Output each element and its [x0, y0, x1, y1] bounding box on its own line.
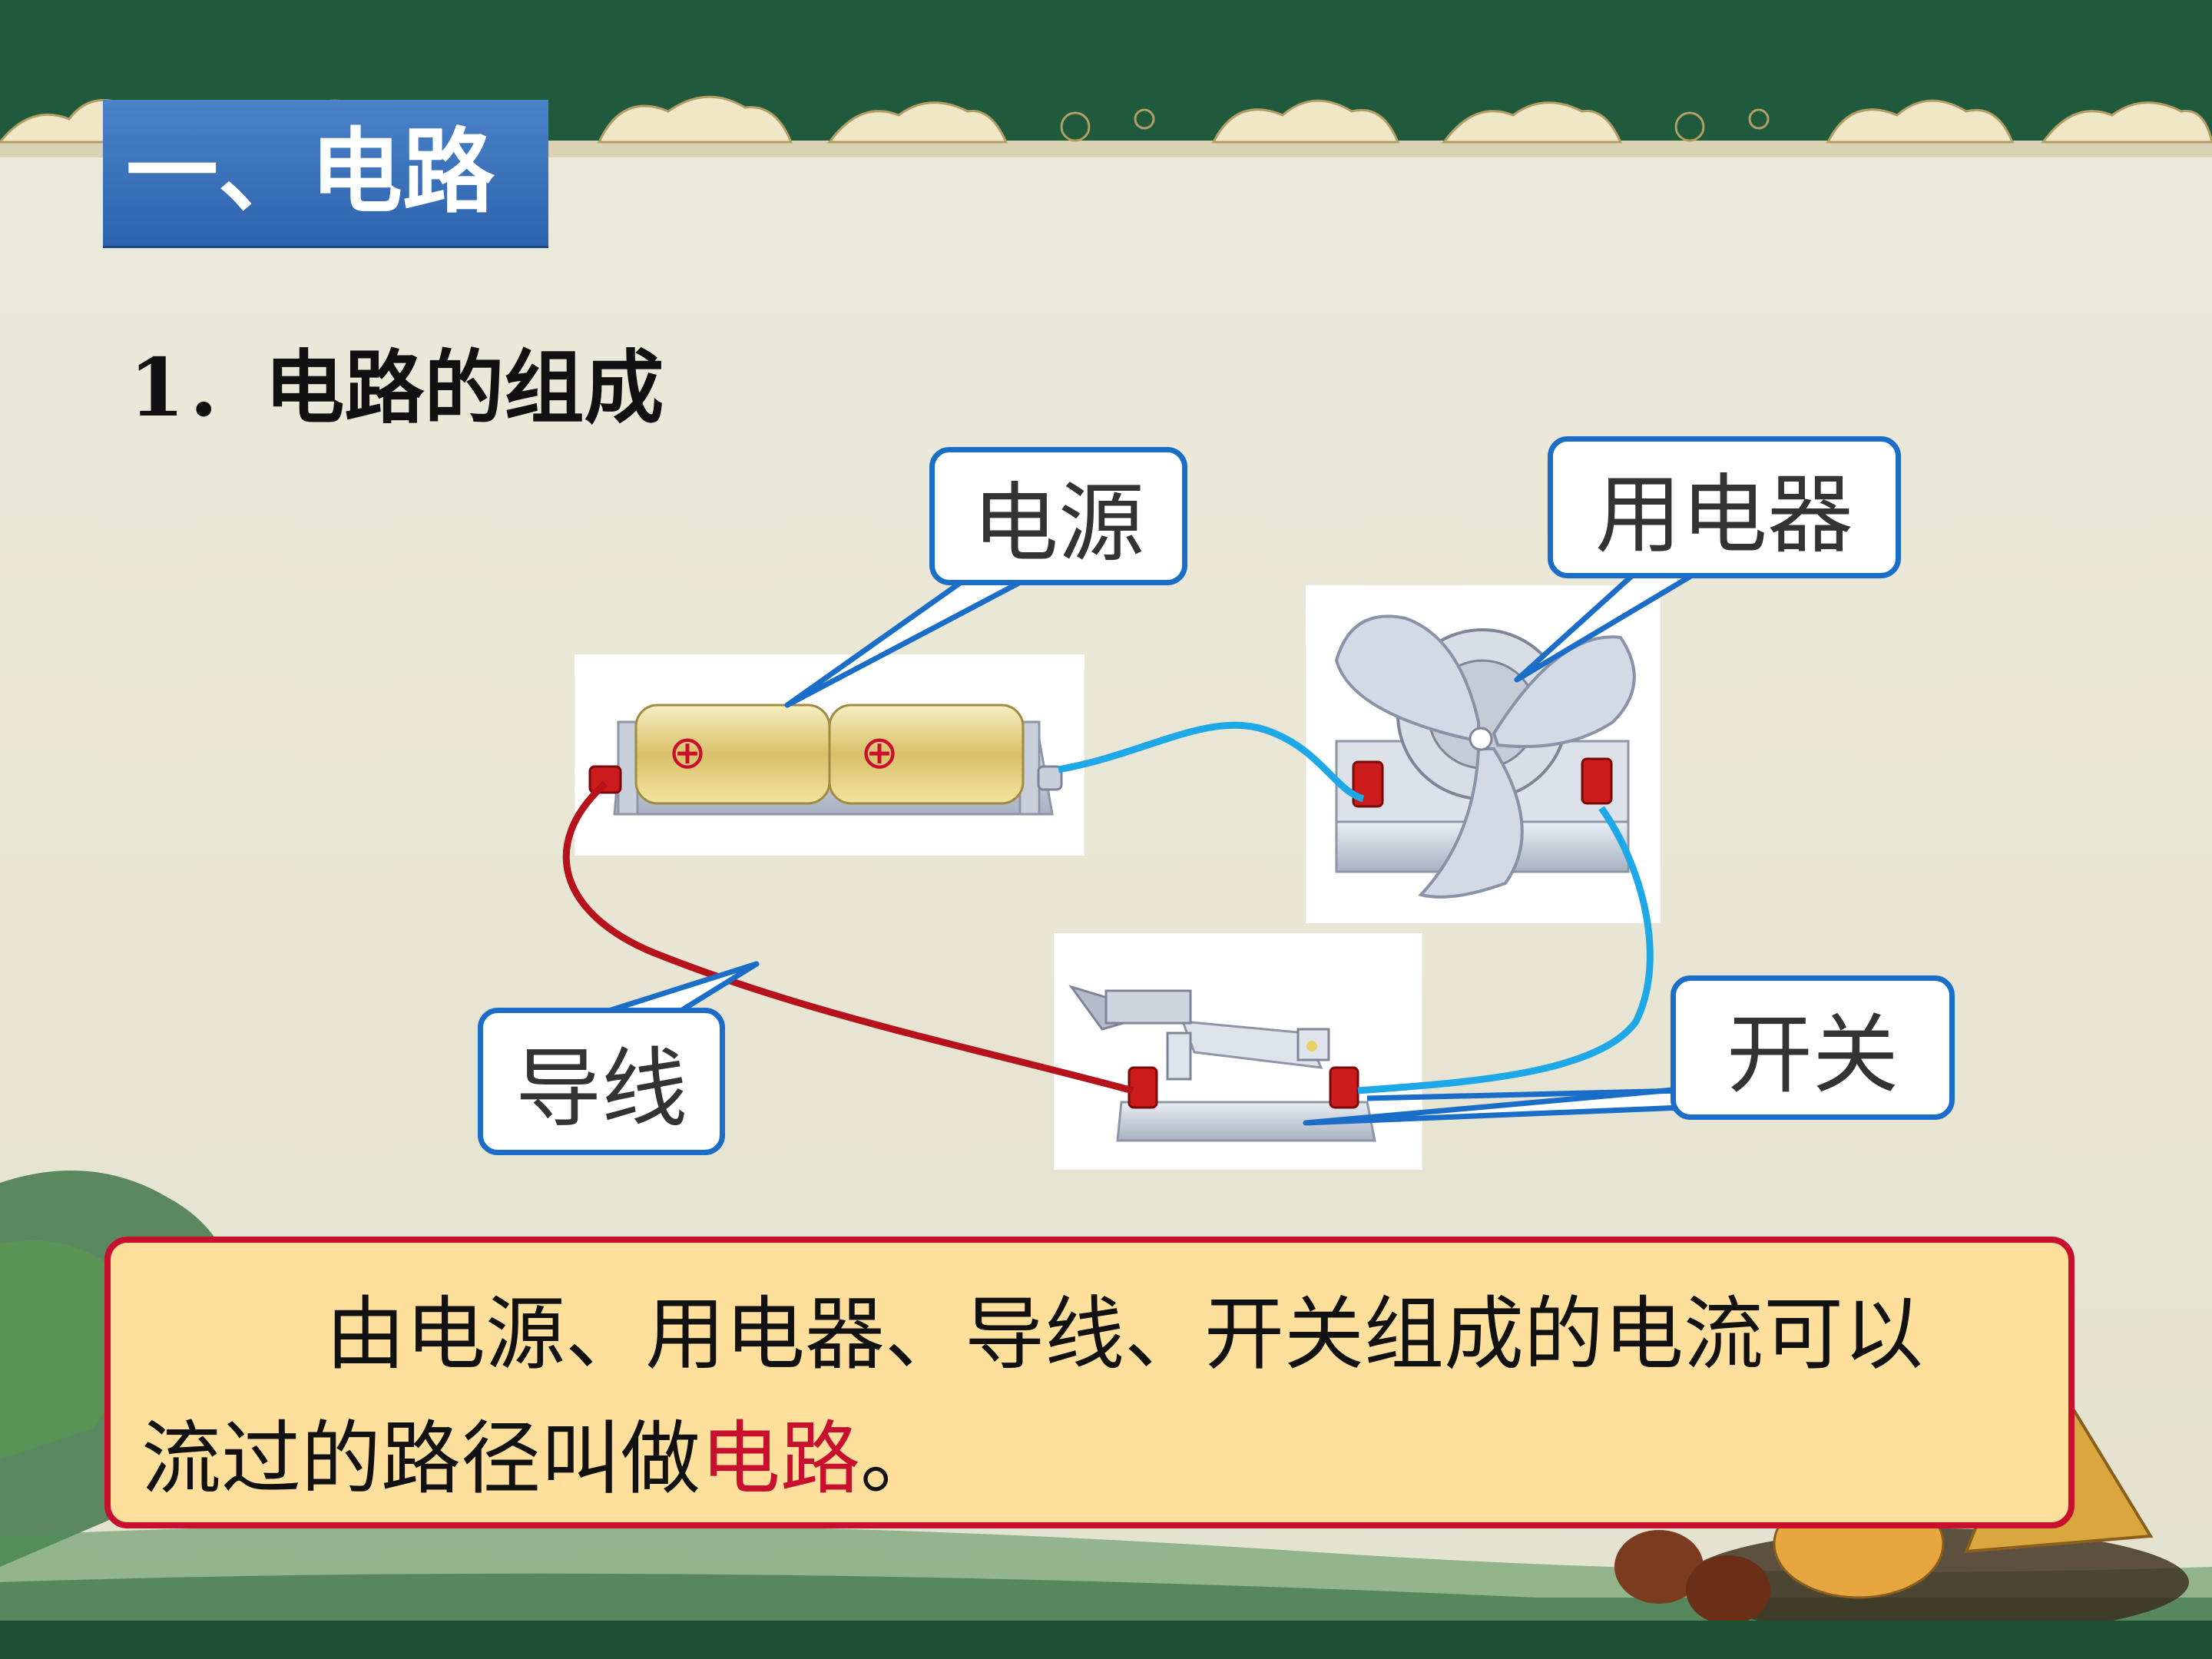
callout-switch: 开关 [1671, 975, 1955, 1120]
blue-wire-battery-to-fan [1058, 721, 1365, 803]
callout-pointers [598, 569, 1699, 1126]
red-wire-battery-to-switch [562, 780, 1134, 1094]
callout-power-source: 电源 [929, 447, 1187, 585]
definition-box: 由电源、用电器、导线、开关组成的电流可以 流过的路径叫做电路。 [104, 1237, 2075, 1528]
terminal-icon [1037, 765, 1063, 791]
red-terminal-icon [1581, 757, 1613, 805]
callout-switch-label: 开关 [1727, 1005, 1899, 1105]
definition-highlight-term: 电路 [700, 1412, 861, 1505]
definition-line-2: 流过的路径叫做电路。 [141, 1396, 2038, 1521]
knife-switch [1054, 933, 1422, 1170]
battery-holder: ⊕ ⊕ [575, 654, 1084, 856]
positive-terminal-icon: ⊕ [860, 726, 899, 780]
callout-appliance: 用电器 [1548, 436, 1901, 578]
definition-line-1: 由电源、用电器、导线、开关组成的电流可以 [326, 1287, 1924, 1381]
slide-title: 一、电路 [103, 100, 548, 246]
callout-wire: 导线 [478, 1008, 725, 1155]
callout-wire-label: 导线 [515, 1039, 687, 1139]
section-subheading: 1．电路的组成 [129, 340, 664, 435]
battery-cell-1: ⊕ [634, 704, 831, 805]
battery-cell-2: ⊕ [828, 704, 1025, 805]
blue-wire-fan-to-switch [1357, 806, 1654, 1094]
definition-line-2-text: 流过的路径叫做 [141, 1412, 701, 1505]
positive-terminal-icon: ⊕ [668, 726, 707, 780]
callout-power-source-label: 电源 [972, 474, 1144, 574]
red-terminal-icon [1329, 1066, 1359, 1109]
callout-appliance-label: 用电器 [1595, 465, 1853, 565]
definition-line-2-end: 。 [860, 1412, 941, 1505]
electric-fan [1306, 585, 1661, 923]
bottom-decorative-band [0, 1621, 2212, 1659]
red-terminal-icon [588, 765, 622, 794]
top-decorative-band [0, 0, 2212, 77]
